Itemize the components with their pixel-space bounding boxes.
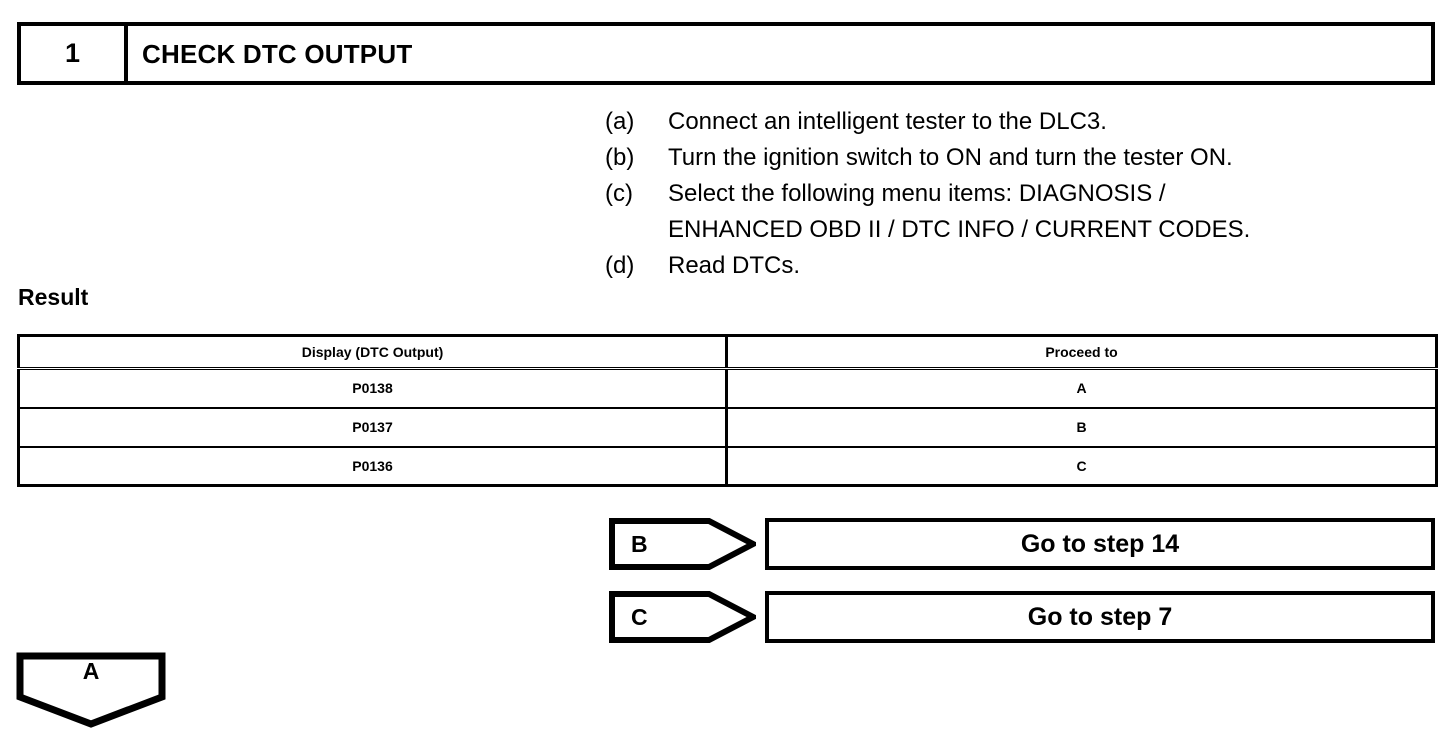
branch-arrow-icon-b xyxy=(609,518,756,570)
procedure-item-b: (b) Turn the ignition switch to ON and t… xyxy=(605,140,1445,176)
procedure-label-a: (a) xyxy=(605,108,635,135)
table-header-row: Display (DTC Output) Proceed to xyxy=(17,334,1438,370)
branch-action-box-b: Go to step 14 xyxy=(765,518,1435,570)
column-header-proceed: Proceed to xyxy=(725,334,1438,370)
cell-dtc-code: P0136 xyxy=(17,446,728,487)
connector-tag-a: A xyxy=(82,658,100,684)
table-row: P0137 B xyxy=(17,407,1438,448)
procedure-text-c: Select the following menu items: DIAGNOS… xyxy=(668,180,1251,243)
cell-dtc-code: P0138 xyxy=(17,368,728,409)
cell-dtc-code: P0137 xyxy=(17,407,728,448)
procedure-label-b: (b) xyxy=(605,144,635,171)
procedure-text-a: Connect an intelligent tester to the DLC… xyxy=(668,108,1107,135)
step-title-cell: CHECK DTC OUTPUT xyxy=(128,26,1431,81)
cell-proceed-to: A xyxy=(725,368,1438,409)
procedure-text-d: Read DTCs. xyxy=(668,252,801,279)
procedure-label-d: (d) xyxy=(605,252,635,279)
column-header-display: Display (DTC Output) xyxy=(17,334,728,370)
procedure-text-b: Turn the ignition switch to ON and turn … xyxy=(668,144,1233,171)
result-table-head: Display (DTC Output) Proceed to xyxy=(17,334,1438,370)
branch-tag-b: B xyxy=(631,530,648,557)
cell-proceed-to: B xyxy=(725,407,1438,448)
result-table-body: P0138 A P0137 B P0136 C xyxy=(17,368,1438,487)
step-header: 1 CHECK DTC OUTPUT xyxy=(17,22,1435,85)
result-table: Display (DTC Output) Proceed to P0138 A … xyxy=(17,334,1438,487)
branch-row-c: C Go to step 7 xyxy=(609,591,1435,643)
branch-action-label-b: Go to step 14 xyxy=(1020,529,1180,558)
result-heading: Result xyxy=(18,284,89,310)
step-title: CHECK DTC OUTPUT xyxy=(142,38,413,69)
procedure-label-c: (c) xyxy=(605,180,633,207)
step-number: 1 xyxy=(64,38,81,68)
connector-pentagon-a: A xyxy=(16,652,166,728)
cell-proceed-to: C xyxy=(725,446,1438,487)
step-number-cell: 1 xyxy=(21,26,128,81)
procedure-item-c: (c) Select the following menu items: DIA… xyxy=(605,176,1445,248)
branch-row-b: B Go to step 14 xyxy=(609,518,1435,570)
procedure-list: (a) Connect an intelligent tester to the… xyxy=(605,104,1445,284)
branch-action-box-c: Go to step 7 xyxy=(765,591,1435,643)
table-row: P0136 C xyxy=(17,446,1438,487)
branch-tag-c: C xyxy=(631,603,648,630)
procedure-item-d: (d) Read DTCs. xyxy=(605,248,1445,284)
branch-arrow-icon-c xyxy=(609,591,756,643)
table-row: P0138 A xyxy=(17,368,1438,409)
procedure-item-a: (a) Connect an intelligent tester to the… xyxy=(605,104,1445,140)
branch-action-label-c: Go to step 7 xyxy=(1027,602,1173,631)
